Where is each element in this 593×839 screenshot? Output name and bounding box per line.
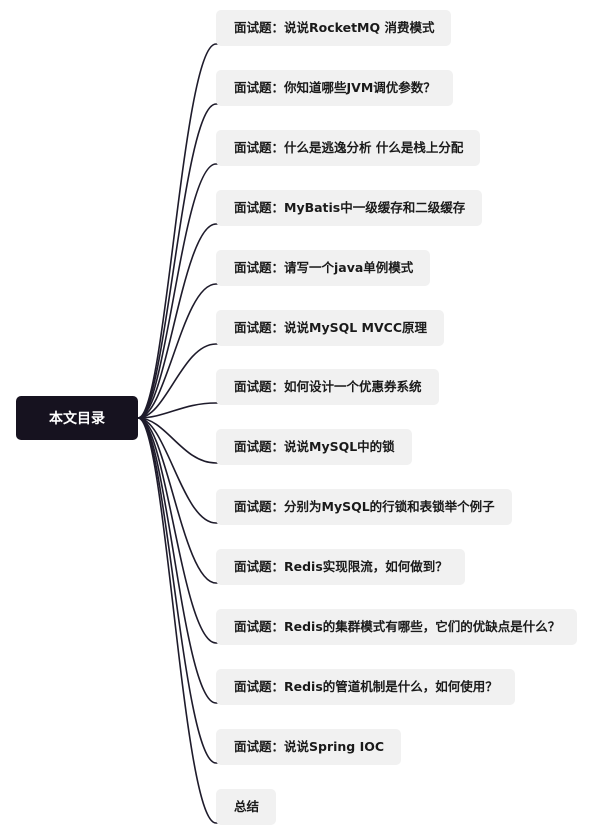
connector-line-1 [137,43,224,419]
connector-line-2 [137,103,224,419]
branch-node-8[interactable]: 面试题：说说MySQL中的锁 [216,429,412,465]
connector-line-3 [137,163,224,419]
connector-line-13 [137,417,224,764]
branch-node-9[interactable]: 面试题：分别为MySQL的行锁和表锁举个例子 [216,489,512,525]
branch-node-13[interactable]: 面试题：说说Spring IOC [216,729,402,765]
branch-node-7[interactable]: 面试题：如何设计一个优惠券系统 [216,369,439,405]
connector-line-14 [137,417,224,824]
connector-line-11 [137,417,224,644]
branch-node-1[interactable]: 面试题：说说RocketMQ 消费模式 [216,10,452,46]
branch-node-14[interactable]: 总结 [216,789,277,825]
connector-line-9 [137,417,224,524]
connector-line-10 [137,417,224,584]
connector-line-12 [137,417,224,704]
connector-line-4 [137,223,224,419]
connector-line-8 [137,417,224,464]
branch-node-6[interactable]: 面试题：说说MySQL MVCC原理 [216,310,444,346]
branch-node-3[interactable]: 面试题：什么是逃逸分析 什么是栈上分配 [216,130,481,166]
branch-node-4[interactable]: 面试题：MyBatis中一级缓存和二级缓存 [216,190,483,226]
root-node[interactable]: 本文目录 [16,396,138,440]
connector-line-5 [137,283,224,419]
branch-node-10[interactable]: 面试题：Redis实现限流，如何做到？ [216,549,465,585]
connector-line-7 [137,402,224,419]
branch-node-11[interactable]: 面试题：Redis的集群模式有哪些，它们的优缺点是什么？ [216,609,578,645]
branch-node-2[interactable]: 面试题：你知道哪些JVM调优参数？ [216,70,453,106]
connector-line-6 [137,343,224,419]
branch-node-5[interactable]: 面试题：请写一个java单例模式 [216,250,431,286]
branch-node-12[interactable]: 面试题：Redis的管道机制是什么，如何使用？ [216,669,515,705]
